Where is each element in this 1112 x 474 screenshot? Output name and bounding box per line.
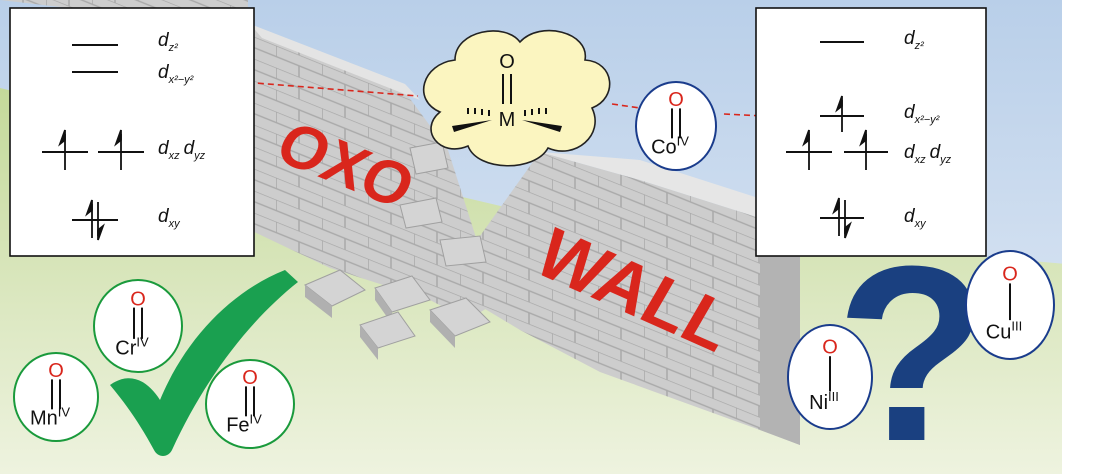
oxidation-state: IV (250, 411, 263, 426)
rp-dxz-sub: xz (914, 154, 927, 166)
metal-label: CrIV (115, 335, 149, 360)
lp-dz2-d: d (158, 30, 170, 51)
oxygen-label: O (668, 89, 684, 111)
svg-text:dxy: dxy (904, 206, 927, 230)
complex-ring (635, 81, 717, 171)
rp-dxz-d: d (904, 142, 916, 163)
dashed-line-mid (611, 103, 641, 109)
rp-dyz-d: d (930, 142, 942, 163)
oxidation-state: III (1011, 318, 1022, 333)
oxidation-state: IV (677, 133, 690, 148)
lp-dx2y2-d: d (158, 62, 170, 83)
complex-cu-iii: O CuIII (965, 250, 1055, 360)
oxygen-label: O (822, 337, 838, 359)
lp-dxy-d: d (158, 206, 170, 227)
lp-dxz-d: d (158, 138, 170, 159)
complex-ni-iii: O NiIII (787, 324, 873, 430)
rp-dz2-d: d (904, 28, 916, 49)
metal-label: FeIV (226, 411, 262, 436)
rp-dx2y2-sub: x²−y² (914, 114, 940, 126)
complex-ring (13, 352, 99, 442)
rp-dx2y2-d: d (904, 102, 916, 123)
right-margin (1062, 0, 1112, 474)
metal-label: NiIII (809, 389, 839, 414)
oxygen-label: O (130, 288, 146, 310)
metal-oxo-cloud: O M (423, 29, 611, 167)
rp-dxy-d: d (904, 206, 916, 227)
check-mark-icon (110, 270, 298, 456)
oxygen-label: O (48, 360, 64, 382)
lp-dz2-sub: z² (168, 42, 179, 54)
cloud-metal: M (499, 109, 516, 131)
oxygen-label: O (242, 367, 258, 389)
svg-text:dz²: dz² (158, 30, 178, 54)
wall-left-top (250, 24, 420, 100)
oxidation-state: IV (136, 335, 149, 350)
complex-ring (93, 279, 183, 373)
complex-fe-iv: O FeIV (205, 359, 295, 449)
lp-dx2y2-sub: x²−y² (168, 74, 194, 86)
wall-right-front (470, 152, 800, 445)
fallen-bricks (304, 141, 491, 360)
svg-text:dx²−y²: dx²−y² (158, 62, 194, 86)
metal-label: MnIV (30, 404, 70, 429)
complex-co-iv: O CoIV (635, 81, 717, 171)
complex-ring (205, 359, 295, 449)
oxidation-state: III (828, 389, 839, 404)
complex-mn-iv: O MnIV (13, 352, 99, 442)
svg-text:dxy: dxy (158, 206, 181, 230)
cloud-oxygen: O (499, 51, 515, 73)
metal-label: CoIV (651, 133, 689, 158)
lp-dxz-sub: xz (168, 150, 181, 162)
svg-text:dx²−y²: dx²−y² (904, 102, 940, 126)
lp-dyz-d: d (184, 138, 196, 159)
oxidation-state: IV (58, 404, 71, 419)
rp-dyz-sub: yz (939, 154, 952, 166)
lp-dyz-sub: yz (193, 150, 206, 162)
oxygen-label: O (1002, 264, 1018, 286)
complex-cr-iv: O CrIV (93, 279, 183, 373)
rp-dz2-sub: z² (914, 40, 925, 52)
metal-label: CuIII (986, 318, 1022, 343)
rp-dxy-sub: xy (914, 218, 928, 230)
svg-text:dz²: dz² (904, 28, 924, 52)
lp-dxy-sub: xy (168, 218, 182, 230)
